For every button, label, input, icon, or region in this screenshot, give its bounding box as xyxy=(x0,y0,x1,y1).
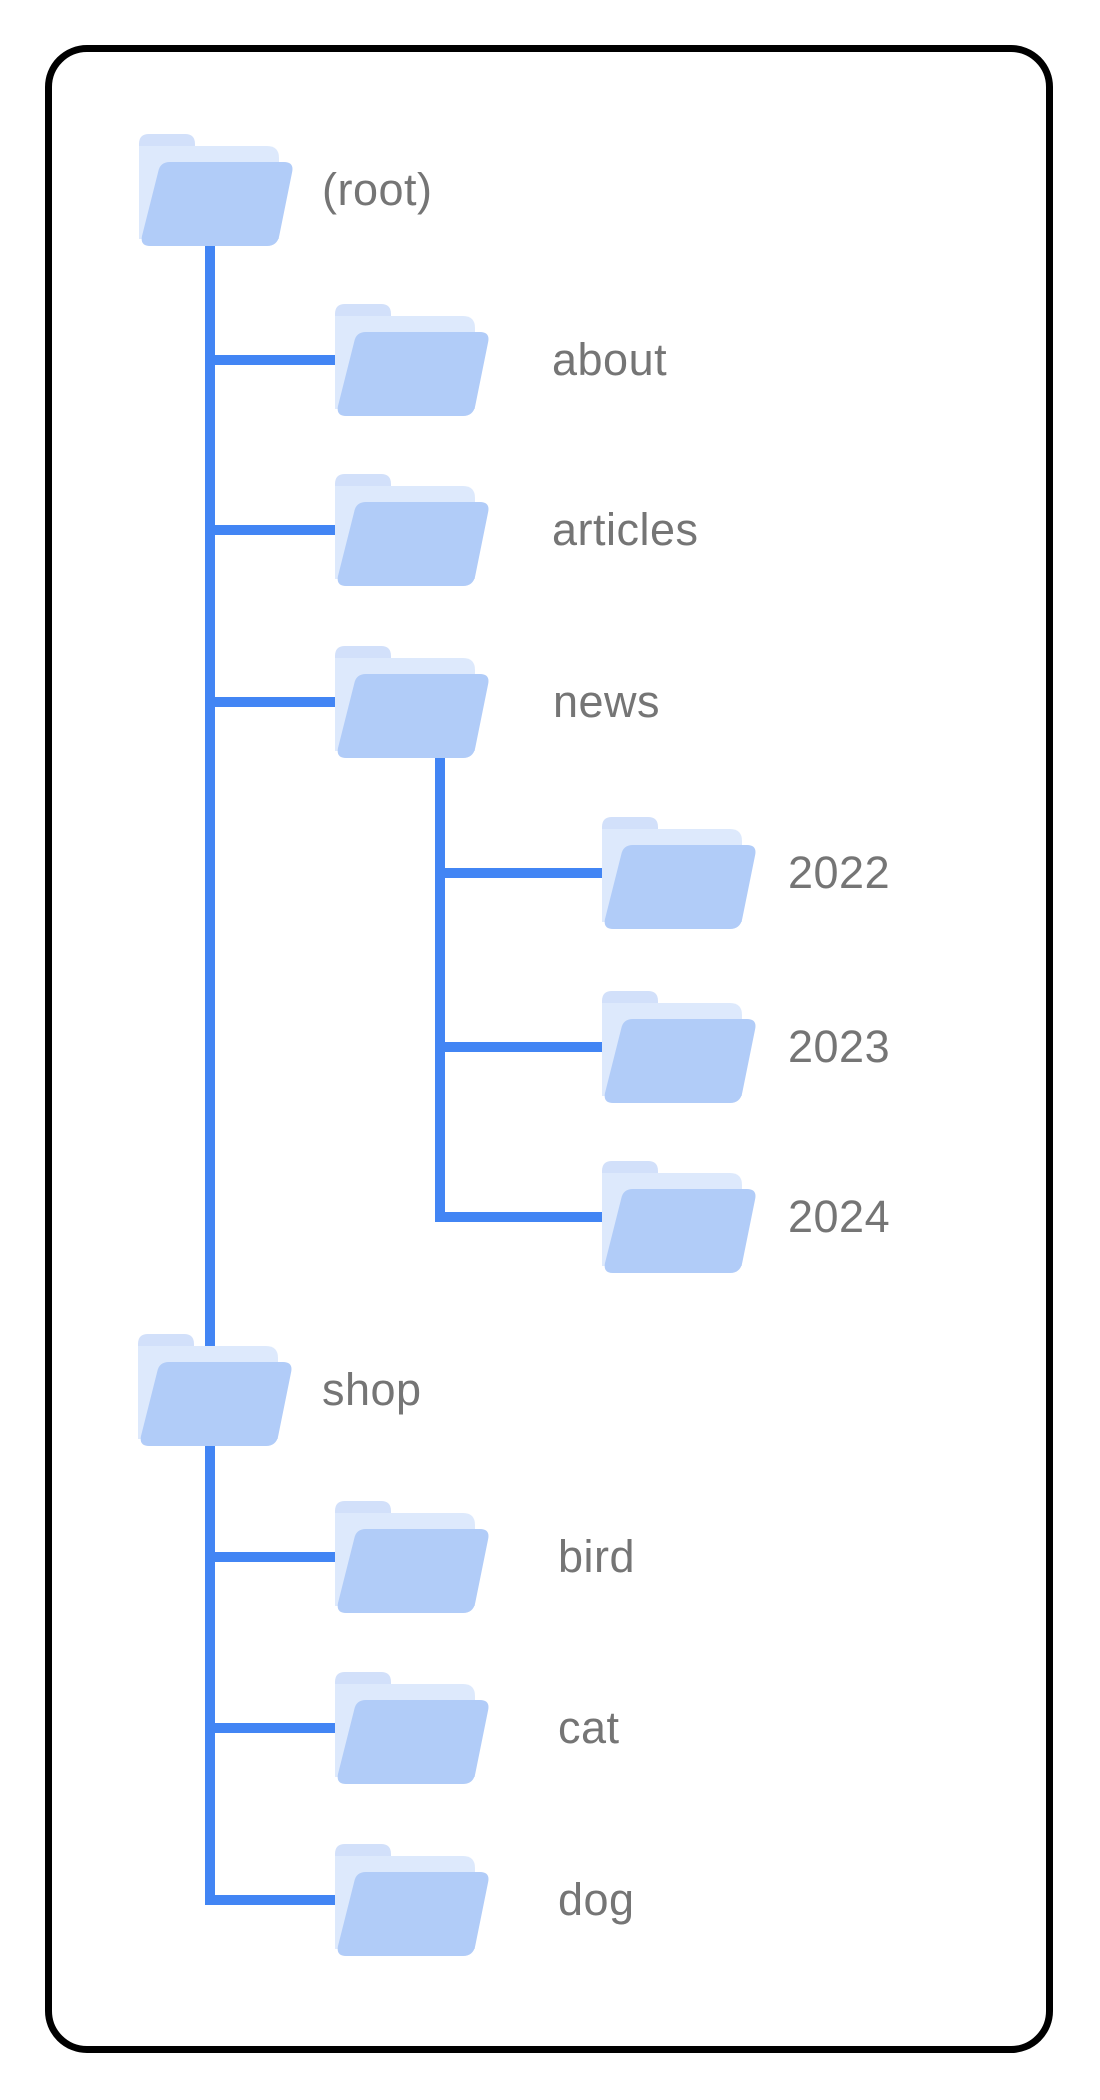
connector-line-dog xyxy=(205,1895,355,1905)
folder-icon-root xyxy=(139,134,293,246)
connector-line-articles xyxy=(205,525,355,535)
folder-icon-about xyxy=(335,304,489,416)
folder-label-shop: shop xyxy=(322,1364,422,1415)
folder-icon-2023 xyxy=(602,991,756,1103)
connector-line-2022 xyxy=(435,868,622,878)
connector-line-2023 xyxy=(435,1042,622,1052)
trunk-line-root xyxy=(205,246,215,1905)
folder-label-2024: 2024 xyxy=(788,1191,891,1242)
folder-icon-2022 xyxy=(602,817,756,929)
folder-label-bird: bird xyxy=(558,1531,636,1582)
folder-icon-2024 xyxy=(602,1161,756,1273)
folder-label-dog: dog xyxy=(558,1874,635,1925)
folder-icon-news xyxy=(335,646,489,758)
folder-label-articles: articles xyxy=(552,504,699,555)
folder-icon-dog xyxy=(335,1844,489,1956)
connector-line-cat xyxy=(205,1723,355,1733)
folder-icon-cat xyxy=(335,1672,489,1784)
folder-label-about: about xyxy=(552,334,668,385)
folder-icon-bird xyxy=(335,1501,489,1613)
trunk-line-news xyxy=(435,756,445,1222)
folder-label-2023: 2023 xyxy=(788,1021,891,1072)
connector-line-news xyxy=(205,697,355,707)
folder-label-news: news xyxy=(553,676,661,727)
connector-line-2024 xyxy=(435,1212,622,1222)
folder-label-cat: cat xyxy=(558,1702,620,1753)
connector-line-bird xyxy=(205,1552,355,1562)
folder-icon-articles xyxy=(335,474,489,586)
folder-label-2022: 2022 xyxy=(788,847,891,898)
folder-label-root: (root) xyxy=(322,164,433,215)
folder-icon-shop xyxy=(138,1334,292,1446)
connector-line-about xyxy=(205,355,355,365)
